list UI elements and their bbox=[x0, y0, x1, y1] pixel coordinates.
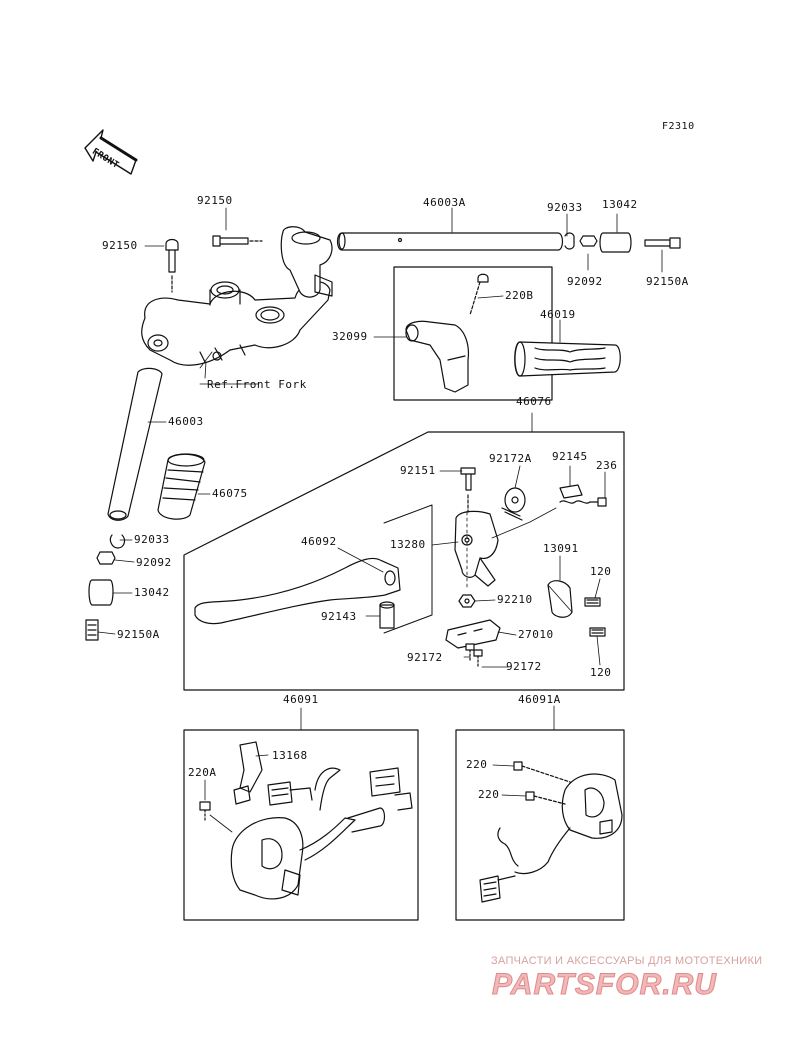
screw-92172-a bbox=[465, 643, 475, 661]
ref-front-fork-label: Ref.Front Fork bbox=[207, 378, 307, 391]
leader-lines bbox=[97, 207, 663, 833]
screw-220A bbox=[199, 801, 211, 823]
bar-end-parts-top bbox=[564, 232, 681, 253]
part-label-46092: 46092 bbox=[301, 535, 337, 548]
part-label-92150A: 92150A bbox=[117, 628, 160, 641]
part-label-27010: 27010 bbox=[518, 628, 554, 641]
bolt-92151 bbox=[460, 467, 476, 513]
part-label-120-a: 120 bbox=[590, 565, 612, 578]
bracket-13280 bbox=[454, 510, 499, 587]
part-label-46076: 46076 bbox=[516, 395, 552, 408]
bolt-92150 bbox=[212, 235, 263, 247]
handlebar-46003A bbox=[336, 232, 564, 251]
part-label-92033: 92033 bbox=[134, 533, 170, 546]
part-label-46003A: 46003A bbox=[423, 196, 466, 209]
grip-46075 bbox=[157, 453, 206, 520]
throttle-tube-32099 bbox=[405, 320, 470, 393]
part-label-92210: 92210 bbox=[497, 593, 533, 606]
rh-switch-46091A bbox=[479, 773, 623, 903]
part-label-92172-b: 92172 bbox=[506, 660, 542, 673]
lever-46092 bbox=[194, 557, 401, 625]
part-label-92092-top: 92092 bbox=[567, 275, 603, 288]
figure-code: F2310 bbox=[662, 121, 695, 132]
bolt-92150-left bbox=[165, 238, 179, 293]
part-label-13091: 13091 bbox=[543, 542, 579, 555]
front-arrow-icon bbox=[84, 129, 138, 175]
part-label-46003: 46003 bbox=[168, 415, 204, 428]
part-label-92092: 92092 bbox=[136, 556, 172, 569]
bar-end-parts-left bbox=[85, 534, 126, 641]
part-label-92145: 92145 bbox=[552, 450, 588, 463]
lever-assembly-frame bbox=[183, 431, 625, 691]
part-label-46019: 46019 bbox=[540, 308, 576, 321]
screw-220B bbox=[469, 273, 489, 316]
collar-92143 bbox=[379, 601, 395, 629]
switch-27010 bbox=[445, 619, 501, 649]
part-label-120-b: 120 bbox=[590, 666, 612, 679]
bolt-120-b bbox=[589, 627, 606, 637]
rh-switch-box bbox=[455, 729, 625, 921]
screw-92172-b bbox=[473, 649, 483, 669]
part-label-46091A: 46091A bbox=[518, 693, 561, 706]
part-label-92150A-top: 92150A bbox=[646, 275, 689, 288]
handlebar-46003 bbox=[107, 367, 163, 521]
nut-92210 bbox=[458, 594, 476, 608]
throttle-group-box bbox=[393, 266, 553, 401]
part-label-220-a: 220 bbox=[466, 758, 488, 771]
part-label-13042-top: 13042 bbox=[602, 198, 638, 211]
part-label-46091: 46091 bbox=[283, 693, 319, 706]
part-label-92150-top: 92150 bbox=[197, 194, 233, 207]
screw-220-b bbox=[525, 791, 566, 805]
spring-92145 bbox=[559, 484, 591, 504]
watermark-tagline: ЗАПЧАСТИ И АКСЕССУАРЫ ДЛЯ МОТОТЕХНИКИ bbox=[491, 955, 763, 967]
part-label-92143: 92143 bbox=[321, 610, 357, 623]
screw-220-a bbox=[513, 761, 571, 783]
part-label-220A: 220A bbox=[188, 766, 217, 779]
watermark-logo: PARTSFOR.RU bbox=[492, 968, 717, 1002]
part-label-220B: 220B bbox=[505, 289, 534, 302]
part-label-32099: 32099 bbox=[332, 330, 368, 343]
adjuster-92172A bbox=[501, 487, 526, 521]
part-label-46075: 46075 bbox=[212, 487, 248, 500]
part-label-92151: 92151 bbox=[400, 464, 436, 477]
part-label-92033-top: 92033 bbox=[547, 201, 583, 214]
upper-triple-clamp bbox=[141, 226, 333, 369]
part-label-92150-left: 92150 bbox=[102, 239, 138, 252]
screw-236 bbox=[589, 497, 607, 507]
part-label-13042: 13042 bbox=[134, 586, 170, 599]
part-label-13168: 13168 bbox=[272, 749, 308, 762]
lh-switch-46091 bbox=[230, 741, 413, 900]
clamp-13091 bbox=[547, 580, 573, 618]
part-label-92172A: 92172A bbox=[489, 452, 532, 465]
part-label-236: 236 bbox=[596, 459, 618, 472]
part-label-92172-a: 92172 bbox=[407, 651, 443, 664]
part-label-13280: 13280 bbox=[390, 538, 426, 551]
grip-46019 bbox=[514, 341, 621, 377]
bolt-120-a bbox=[584, 597, 601, 607]
part-label-220-b: 220 bbox=[478, 788, 500, 801]
collar-guide-box bbox=[383, 504, 433, 634]
